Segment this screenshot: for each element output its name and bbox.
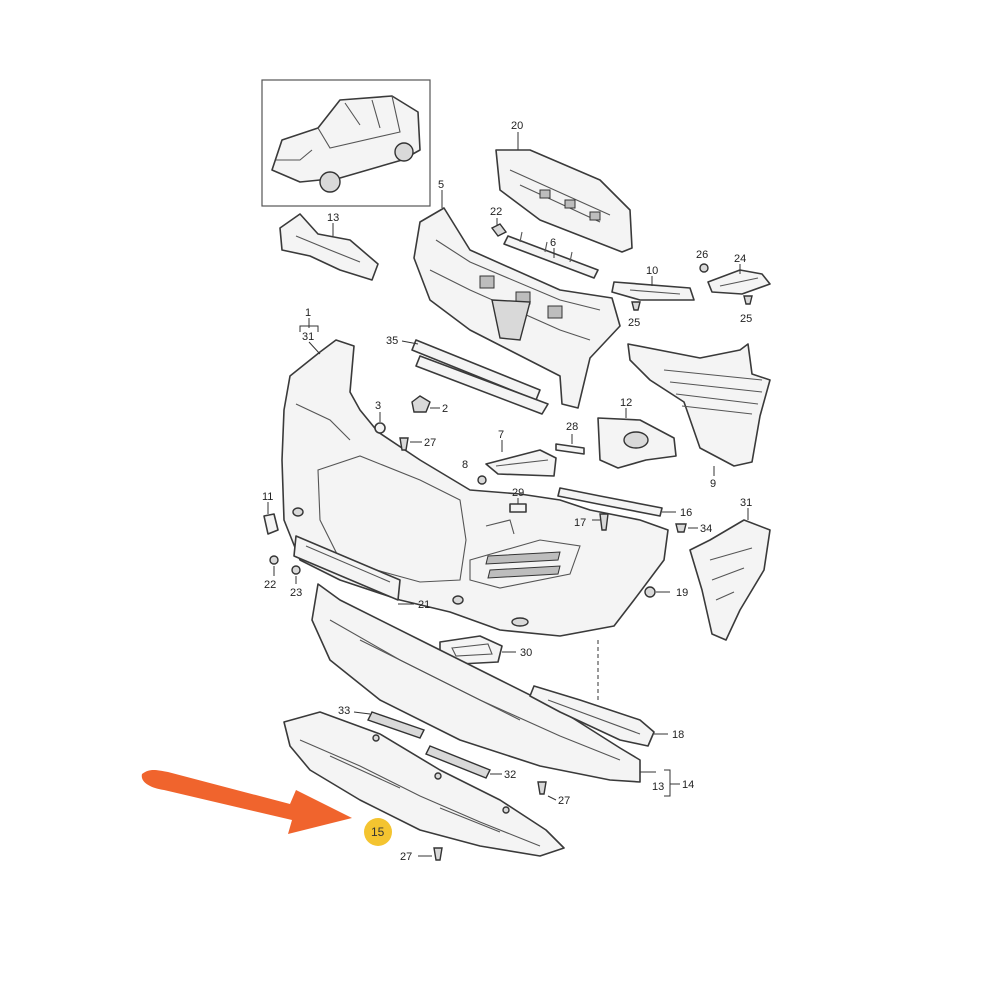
part-3-clip <box>374 412 386 434</box>
callout-27-lower: 27 <box>400 851 412 863</box>
highlight-label: 15 <box>371 825 385 839</box>
callout-22-top: 22 <box>490 206 502 218</box>
callout-9: 9 <box>710 478 716 490</box>
callout-5: 5 <box>438 179 444 191</box>
part-12-duct <box>597 408 677 469</box>
callout-21: 21 <box>418 599 430 611</box>
callout-30: 30 <box>520 647 532 659</box>
callout-35: 35 <box>386 335 398 347</box>
part-16-trim-strip <box>557 487 676 517</box>
vehicle-thumbnail <box>261 79 431 207</box>
part-9-side-grille <box>627 343 771 476</box>
callout-16: 16 <box>680 507 692 519</box>
callout-7: 7 <box>498 429 504 441</box>
part-1-bumper-cover <box>281 318 669 637</box>
callout-32: 32 <box>504 769 516 781</box>
callout-13-upper: 13 <box>327 212 339 224</box>
callout-2: 2 <box>442 403 448 415</box>
part-7-bracket <box>485 440 557 477</box>
callout-3: 3 <box>375 400 381 412</box>
callout-28: 28 <box>566 421 578 433</box>
callout-22-left: 22 <box>264 579 276 591</box>
callout-18: 18 <box>672 729 684 741</box>
part-17-bolt <box>592 513 609 531</box>
part-31-side-bracket <box>689 508 771 641</box>
callout-10: 10 <box>646 265 658 277</box>
callout-25-left: 25 <box>628 317 640 329</box>
callout-27-upper: 27 <box>424 437 436 449</box>
part-22-23-fasteners <box>269 555 301 584</box>
part-2-clip <box>411 395 440 413</box>
part-27-screw-upper <box>399 437 422 451</box>
callout-27-mid: 27 <box>558 795 570 807</box>
callout-23: 23 <box>290 587 302 599</box>
part-22-screw <box>490 218 508 237</box>
callout-6: 6 <box>550 237 556 249</box>
part-6-grille-strip <box>503 231 599 279</box>
callout-20: 20 <box>511 120 523 132</box>
callout-11: 11 <box>262 491 273 503</box>
part-27-screw-lower <box>418 847 443 861</box>
callout-12: 12 <box>620 397 632 409</box>
part-34-clip <box>675 523 698 533</box>
callout-13-lower: 13 <box>652 781 664 793</box>
callout-26: 26 <box>696 249 708 261</box>
callout-31-right: 31 <box>740 497 752 509</box>
callout-17: 17 <box>574 517 586 529</box>
part-13-lower-spoiler <box>311 583 680 797</box>
callout-14: 14 <box>682 779 694 791</box>
callout-1: 1 <box>305 307 311 319</box>
callout-33: 33 <box>338 705 350 717</box>
part-29-clip <box>509 498 527 513</box>
pointer-arrow-icon <box>141 770 352 834</box>
part-32-strip <box>425 745 502 779</box>
part-11-washer-nozzle <box>263 502 279 535</box>
part-27-screw-mid <box>537 781 557 801</box>
part-19-clip <box>644 586 670 598</box>
part-20-upper-absorber <box>495 132 633 253</box>
part-33-strip <box>353 711 425 739</box>
callout-29: 29 <box>512 487 524 499</box>
callout-8: 8 <box>462 459 468 471</box>
part-18-lower-trim <box>529 640 668 747</box>
callout-19: 19 <box>676 587 688 599</box>
part-5-bumper-carrier <box>413 190 621 409</box>
callout-31: 31 <box>302 331 314 343</box>
callout-34: 34 <box>700 523 712 535</box>
highlight-marker <box>364 818 392 846</box>
part-28-bracket <box>555 434 585 455</box>
part-35-strips <box>401 339 549 415</box>
part-24-bracket <box>707 264 771 295</box>
part-26-clip <box>699 263 709 273</box>
part-10-bracket <box>611 276 695 301</box>
part-21-license-bracket <box>293 535 414 605</box>
part-25-screws <box>631 295 753 311</box>
callout-24: 24 <box>734 253 746 265</box>
part-8-clip <box>477 475 487 485</box>
part-13-left-bracket <box>279 213 379 281</box>
part-15-underbody-panel <box>283 711 565 857</box>
callout-25-right: 25 <box>740 313 752 325</box>
